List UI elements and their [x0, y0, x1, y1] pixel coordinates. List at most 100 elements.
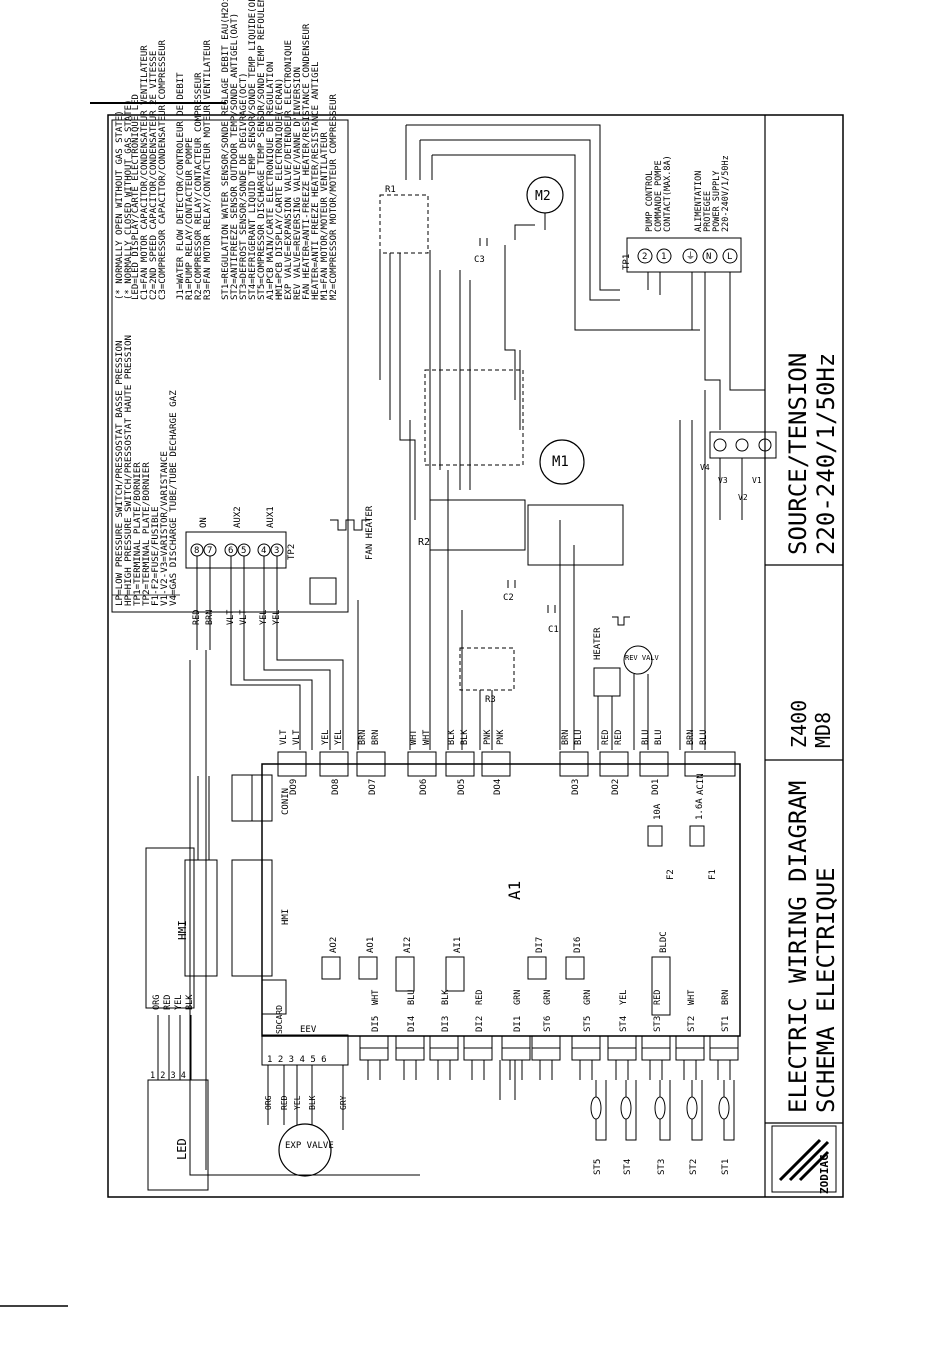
- svg-text:BLU: BLU: [407, 990, 417, 1005]
- fan-motor-m1-icon: [539, 439, 585, 485]
- bldc-connector: [651, 956, 671, 1016]
- svg-text:1 2 3 4: 1 2 3 4: [150, 1071, 186, 1081]
- diagram-frame: [107, 114, 844, 1198]
- svg-text:1.6A: 1.6A: [695, 798, 705, 820]
- svg-text:ST2=ANTIFREEZE SENSOR OUTDOOR: ST2=ANTIFREEZE SENSOR OUTDOOR TEMP/SONDE…: [230, 13, 240, 300]
- svg-text:LP=LOW PRESSURE SWITCH/PRESSOS: LP=LOW PRESSURE SWITCH/PRESSOSTAT BASSE …: [114, 340, 125, 606]
- svg-text:BRN: BRN: [686, 730, 696, 745]
- tp2-block: [185, 531, 287, 569]
- pump-control-label: PUMP CONTROL COMMANDE POMPE CONTACT(MAX.…: [645, 155, 673, 232]
- svg-text:GRN: GRN: [543, 990, 553, 1005]
- hmi-board: [145, 847, 195, 1009]
- connector-di4: DI4 BLU: [395, 990, 425, 1080]
- analog-connectors: AO2 AO1 AI2 AI1 DI7 DI6 BLDC: [321, 931, 671, 1016]
- svg-text:⏚: ⏚: [686, 251, 695, 262]
- svg-text:WHT: WHT: [409, 730, 419, 745]
- svg-text:TP2=TERMINAL PLATE/BORNIER: TP2=TERMINAL PLATE/BORNIER: [141, 462, 152, 606]
- svg-text:RED: RED: [163, 995, 173, 1010]
- svg-text:J1=WATER FLOW DETECTOR/CONTROL: J1=WATER FLOW DETECTOR/CONTROLEUR DE DEB…: [176, 72, 186, 300]
- svg-text:ST1: ST1: [721, 1159, 731, 1175]
- sensor-st4-icon: ST4: [620, 1080, 637, 1175]
- eev-label: EEV: [300, 1025, 317, 1035]
- svg-text:ST3: ST3: [657, 1159, 667, 1175]
- conin-connector: [231, 774, 253, 822]
- m1-label: M1: [552, 454, 569, 470]
- svg-text:VLT: VLT: [292, 730, 302, 745]
- title-fr: SCHEMA ELECTRIQUE: [812, 867, 840, 1113]
- svg-text:BLDC: BLDC: [659, 931, 669, 953]
- svg-text:L: L: [727, 252, 732, 262]
- svg-text:POWER SUPPLY: POWER SUPPLY: [712, 171, 722, 232]
- sensor-st3-icon: ST3: [654, 1080, 671, 1175]
- svg-text:ST1=REGULATION WATER SENSOR/SO: ST1=REGULATION WATER SENSOR/SONDE REGLAG…: [221, 0, 231, 300]
- svg-text:M2=COMPRESSOR MOTOR/MOTEUR COM: M2=COMPRESSOR MOTOR/MOTEUR COMPRESSEUR: [329, 94, 339, 300]
- connector-st6: ST6 GRN: [531, 990, 561, 1080]
- tp2-aux2-label: AUX2: [233, 506, 243, 528]
- tp2-aux1-label: AUX1: [266, 506, 276, 528]
- svg-text:DO7: DO7: [368, 779, 378, 795]
- eev-connector: [261, 1034, 349, 1066]
- exp-valve-icon: [278, 1123, 332, 1177]
- svg-text:V4=GAS DISCHARGE TUBE/TUBE DEC: V4=GAS DISCHARGE TUBE/TUBE DECHARGE GAZ: [168, 390, 179, 606]
- capacitor-c2-icon: [507, 580, 516, 588]
- svg-text:C1: C1: [548, 625, 559, 635]
- svg-text:BLU: BLU: [574, 730, 584, 745]
- svg-text:DI6: DI6: [573, 937, 583, 953]
- svg-text:R2=COMPRESSOR RELAY/CONTACTEUR: R2=COMPRESSOR RELAY/CONTACTEUR COMPRESSE…: [194, 72, 204, 300]
- svg-text:YEL: YEL: [619, 990, 629, 1005]
- svg-text:YEL: YEL: [334, 730, 344, 745]
- svg-text:BRN: BRN: [371, 730, 381, 745]
- zodiac-logo-icon: [778, 1138, 830, 1182]
- legend-left: LP=LOW PRESSURE SWITCH/PRESSOSTAT BASSE …: [114, 335, 179, 606]
- tp2-label: TP2: [287, 544, 297, 560]
- svg-text:ST2: ST2: [689, 1159, 699, 1175]
- svg-text:DO8: DO8: [331, 779, 341, 795]
- svg-text:REV VALVE=REVERSING VALVE/VANN: REV VALVE=REVERSING VALVE/VANNE D'INVERS…: [293, 67, 303, 300]
- svg-text:7: 7: [207, 546, 212, 556]
- svg-text:BLU: BLU: [654, 730, 664, 745]
- svg-text:F2: F2: [666, 869, 676, 880]
- svg-text:BLU: BLU: [699, 730, 709, 745]
- svg-text:DI4: DI4: [407, 1016, 417, 1032]
- hmi-connector: [231, 859, 273, 977]
- hmi-board-label: HMI: [176, 920, 189, 940]
- svg-text:ST6: ST6: [543, 1016, 553, 1032]
- svg-text:CONTACT(MAX.8A): CONTACT(MAX.8A): [663, 155, 673, 232]
- rev-valve-icon: [623, 645, 653, 675]
- relay-r3: [459, 647, 515, 691]
- svg-text:GRN: GRN: [513, 990, 523, 1005]
- svg-text:F1-F2=FUSE/FUSIBLE: F1-F2=FUSE/FUSIBLE: [150, 506, 161, 606]
- tp2-terminals: 8 7 6 5 4 3: [190, 543, 284, 557]
- svg-text:1 2 3 4 5 6: 1 2 3 4 5 6: [267, 1055, 327, 1065]
- sensor-st1-icon: ST1: [718, 1080, 735, 1175]
- svg-text:BLK: BLK: [441, 989, 451, 1005]
- svg-text:DO6: DO6: [419, 779, 429, 795]
- fuse-f1-icon: [689, 825, 705, 847]
- svg-text:ORG: ORG: [152, 995, 162, 1010]
- svg-text:PROTEGEE: PROTEGEE: [703, 191, 713, 232]
- svg-text:1: 1: [661, 252, 666, 262]
- v3-label: V3: [718, 476, 728, 485]
- svg-text:C3=COMPRESSOR CAPACITOR/CONDEN: C3=COMPRESSOR CAPACITOR/CONDENSATEUR COM…: [158, 39, 168, 300]
- relay-r2: [424, 369, 524, 466]
- svg-text:DO5: DO5: [457, 779, 467, 795]
- svg-text:BRN: BRN: [721, 990, 731, 1005]
- legend-right-head: (* NORMALLY OPEN WITHOUT GAS STATE) (* N…: [115, 100, 134, 300]
- pcb-a1-label: A1: [505, 881, 524, 900]
- fuse-f2-icon: [647, 825, 663, 847]
- svg-text:PUMP CONTROL: PUMP CONTROL: [645, 171, 655, 232]
- svg-text:AI1: AI1: [453, 937, 463, 953]
- svg-text:5: 5: [241, 546, 246, 556]
- svg-text:4: 4: [261, 546, 266, 556]
- svg-text:DO2: DO2: [611, 779, 621, 795]
